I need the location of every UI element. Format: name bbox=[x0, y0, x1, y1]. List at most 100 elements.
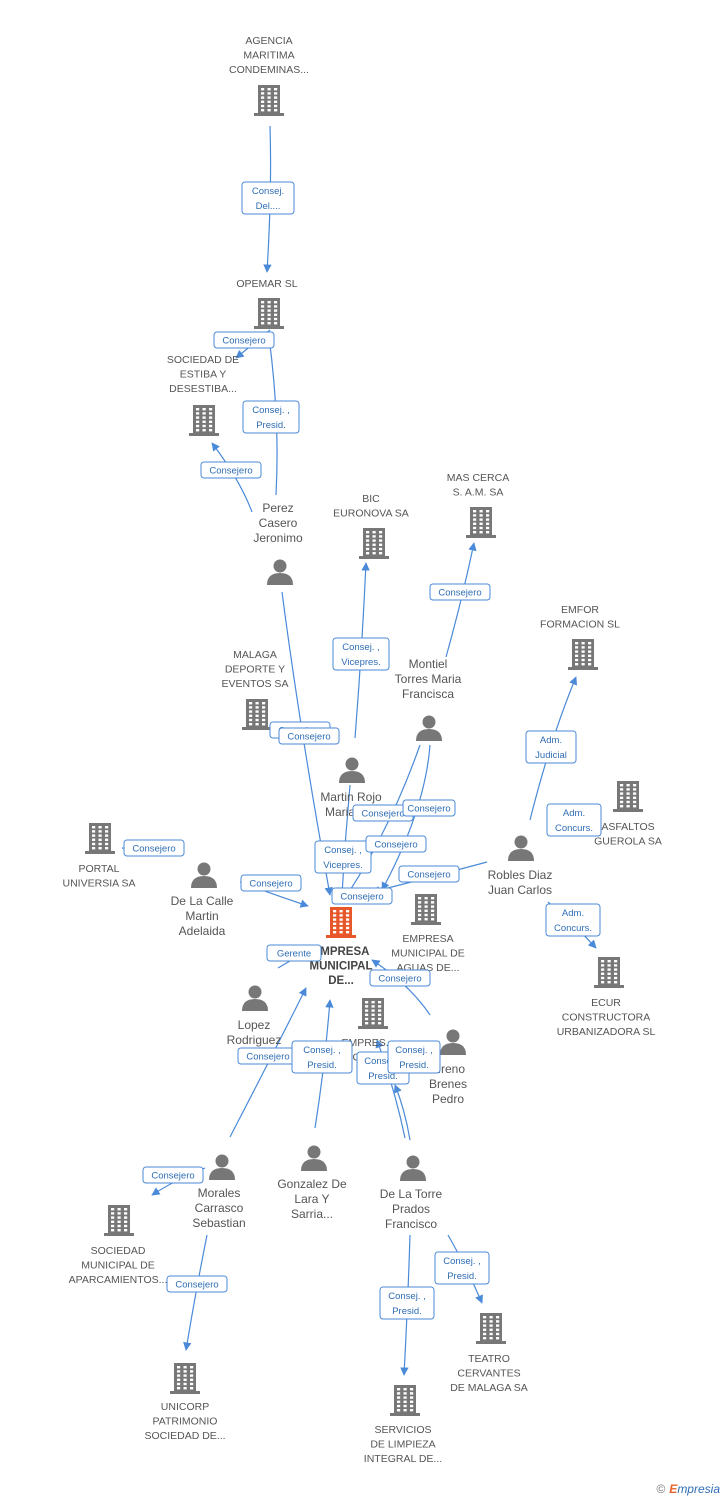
edge-label[interactable]: Consejero bbox=[142, 1166, 204, 1184]
edge-label[interactable]: Consejero bbox=[166, 1275, 228, 1293]
node-label: CONSTRUCTORA bbox=[562, 1012, 650, 1024]
edge-label[interactable]: Consejero bbox=[213, 331, 275, 349]
person-icon bbox=[209, 1154, 235, 1180]
building-icon bbox=[466, 507, 496, 538]
edge-label[interactable]: Consej. ,Presid. bbox=[242, 400, 300, 434]
edge-label-text: Consejero bbox=[287, 732, 330, 743]
node-label: APARCAMIENTOS... bbox=[69, 1274, 168, 1286]
edge-label-text: Gerente bbox=[277, 949, 311, 960]
node-agencia[interactable]: AGENCIAMARITIMACONDEMINAS... bbox=[229, 35, 309, 116]
edge-label-text: Presid. bbox=[399, 1060, 429, 1071]
edge-label[interactable]: Consejero bbox=[240, 874, 302, 892]
edge-label-text: Concurs. bbox=[555, 823, 593, 834]
edge-label[interactable]: Consejero bbox=[200, 461, 262, 479]
edge-label-text: Consejero bbox=[175, 1280, 218, 1291]
node-label: EMPRES... bbox=[341, 1037, 394, 1049]
edge-label[interactable]: Gerente bbox=[266, 944, 322, 962]
edge-label-text: Presid. bbox=[392, 1306, 422, 1317]
node-label: Torres Maria bbox=[395, 672, 462, 686]
edge-label-text: Consejero bbox=[151, 1171, 194, 1182]
edge-label[interactable]: Consejero bbox=[331, 887, 393, 905]
node-label: ASFALTOS bbox=[601, 821, 654, 833]
edge-label[interactable]: Adm.Concurs. bbox=[546, 803, 602, 837]
edge-label-text: Consej. , bbox=[252, 405, 290, 416]
node-center[interactable]: EMPRESAMUNICIPALDE... bbox=[309, 907, 373, 987]
edge-label[interactable]: Consej. ,Presid. bbox=[434, 1251, 490, 1285]
edge-label[interactable]: Consejero bbox=[402, 799, 456, 817]
edge-label-text: Consej. bbox=[252, 186, 284, 197]
building-icon bbox=[594, 957, 624, 988]
edge-label[interactable]: Consej. ,Presid. bbox=[379, 1286, 435, 1320]
person-icon bbox=[242, 985, 268, 1011]
node-label: Sarria... bbox=[291, 1207, 333, 1221]
edge-label-text: Consej. , bbox=[364, 1056, 402, 1067]
edge-label-text: Consej. , bbox=[342, 642, 380, 653]
copyright-symbol: © bbox=[656, 1482, 666, 1496]
edge-label-text: Consej. , bbox=[443, 1256, 481, 1267]
edge-label[interactable]: Consej. ,Presid. bbox=[291, 1040, 353, 1074]
edge-label[interactable]: Consejero bbox=[237, 1047, 299, 1065]
edge-label-text: Consej. , bbox=[324, 845, 362, 856]
building-icon bbox=[85, 823, 115, 854]
node-label: DESESTIBA... bbox=[169, 383, 237, 395]
edge-label[interactable]: Adm.Judicial bbox=[525, 730, 577, 764]
edge-label[interactable]: Consej. ,Presid. bbox=[387, 1040, 441, 1074]
edge-label[interactable]: Consejero bbox=[123, 839, 185, 857]
building-icon bbox=[242, 699, 272, 730]
edge-label[interactable]: Consejero bbox=[429, 583, 491, 601]
building-icon bbox=[568, 639, 598, 670]
edge-label[interactable]: Consejero bbox=[365, 835, 427, 853]
node-label: Francisca bbox=[402, 687, 454, 701]
node-opemar[interactable]: OPEMAR SL bbox=[236, 278, 298, 329]
edge-label[interactable]: Consej. ,Vicepres. bbox=[314, 840, 372, 874]
building-icon bbox=[359, 528, 389, 559]
node-label: Morales bbox=[198, 1186, 241, 1200]
node-label: Brenes bbox=[429, 1077, 467, 1091]
node-label: Gonzalez De bbox=[277, 1177, 347, 1191]
relation-edge bbox=[338, 784, 351, 896]
node-empresages[interactable]: EMPRES...GES... bbox=[341, 998, 395, 1064]
relation-edge bbox=[375, 1039, 406, 1139]
edge-label[interactable]: Consejero bbox=[398, 865, 460, 883]
building-icon bbox=[170, 1363, 200, 1394]
brand-logo-text: mpresia bbox=[677, 1482, 720, 1496]
brand-logo-e: E bbox=[669, 1482, 678, 1496]
node-label: INTEGRAL DE... bbox=[364, 1453, 442, 1465]
node-label: Prados bbox=[392, 1202, 430, 1216]
edge-label[interactable]: Consejero bbox=[278, 727, 340, 745]
node-lopez[interactable]: LopezRodriguezI... bbox=[227, 985, 282, 1063]
edge-label-text: Vicepres. bbox=[341, 657, 380, 668]
edge-label-text: Consejero bbox=[340, 892, 383, 903]
person-icon bbox=[267, 559, 293, 585]
node-label: TEATRO bbox=[468, 1353, 510, 1365]
edge-label-text: Consejero bbox=[378, 974, 421, 985]
node-label: DE LIMPIEZA bbox=[370, 1439, 435, 1451]
node-label: De La Torre bbox=[380, 1187, 443, 1201]
edge-label[interactable]: Consej. , Vicepres. bbox=[332, 637, 390, 671]
edge-label[interactable]: Adm.Concurs. bbox=[545, 903, 601, 937]
node-label: Lara Y bbox=[294, 1192, 329, 1206]
edge-label[interactable]: Consejero bbox=[369, 969, 431, 987]
edge-label[interactable]: Consej.Del.... bbox=[241, 181, 295, 215]
